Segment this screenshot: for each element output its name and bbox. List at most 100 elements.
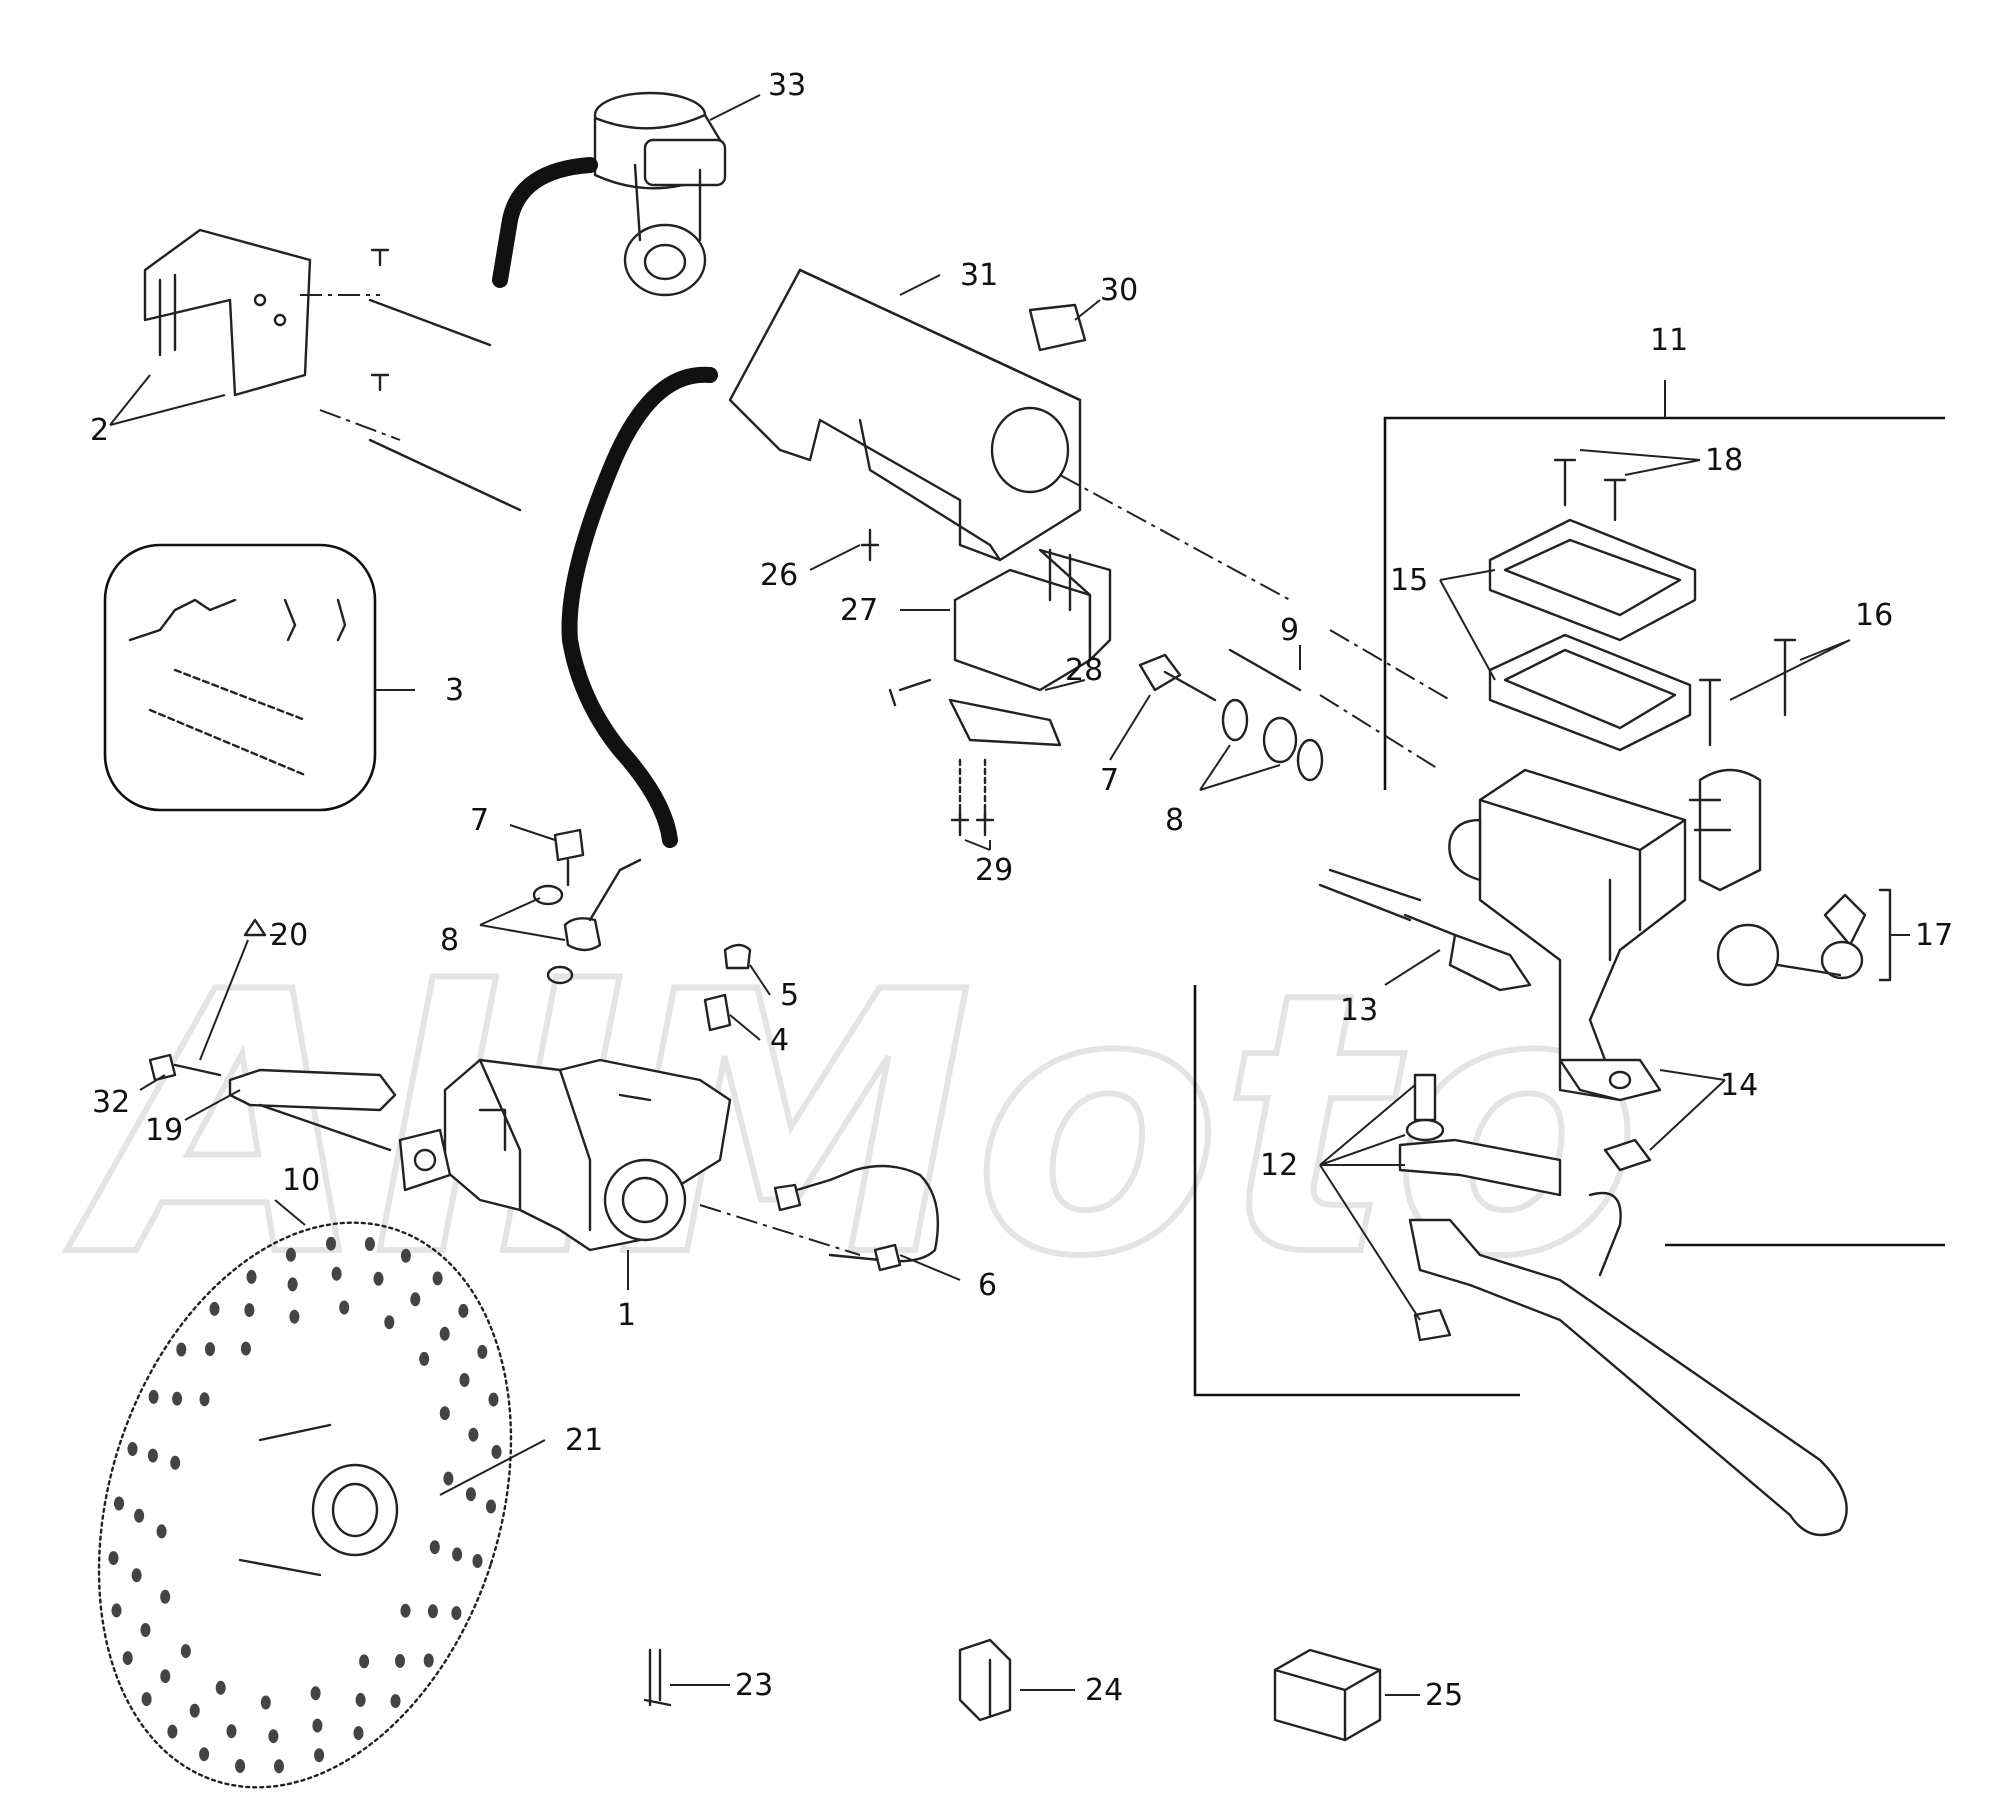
callout-27: 27: [840, 593, 878, 628]
callout-31: 31: [960, 258, 998, 293]
disc-hole: [160, 1669, 171, 1684]
callout-8-lower: 8: [440, 923, 459, 958]
disc-hole: [423, 1653, 434, 1668]
switch-plate: [888, 678, 1062, 837]
leader-33: [709, 94, 761, 121]
callout-18: 18: [1705, 443, 1743, 478]
disc-hole: [127, 1442, 138, 1456]
disc-hole: [235, 1759, 246, 1773]
master-cylinder-assembly: [1318, 768, 1762, 1102]
disc-hole: [209, 1301, 220, 1316]
disc-hole: [432, 1271, 443, 1286]
leader-12: [1319, 1084, 1421, 1321]
disc-hole: [111, 1603, 122, 1618]
callout-7-lower: 7: [470, 803, 489, 838]
disc-hole: [468, 1427, 479, 1442]
leader-16: [1729, 639, 1851, 701]
disc-hole: [274, 1759, 284, 1774]
disc-hole: [400, 1248, 411, 1263]
leader-8-lower: [479, 897, 566, 941]
callout-1: 1: [617, 1298, 636, 1333]
leader-7-upper: [1109, 694, 1151, 761]
disc-hole: [260, 1695, 271, 1710]
callout-20: 20: [270, 918, 308, 953]
banjo-bolt-upper: [1138, 648, 1324, 782]
brake-lever-kit: [1398, 1073, 1848, 1537]
disc-hole: [410, 1292, 421, 1307]
axis-line-3: [1319, 694, 1441, 771]
piston-kit: [1403, 913, 1532, 992]
axis-line-1: [1059, 474, 1291, 601]
disc-hole: [355, 1692, 366, 1707]
disc-hole: [172, 1391, 183, 1406]
disc-hole: [189, 1703, 200, 1718]
caliper-pin-kit: [103, 543, 377, 812]
disc-hole: [240, 1341, 251, 1356]
disc-hole: [108, 1551, 119, 1566]
callout-21: 21: [565, 1423, 603, 1458]
leader-7-lower: [509, 824, 556, 841]
disc-hole: [439, 1326, 450, 1341]
watermark: AllMoto: [59, 913, 1644, 1338]
disc-hole: [246, 1269, 257, 1284]
leader-29: [964, 839, 991, 851]
callout-9: 9: [1280, 613, 1299, 648]
front-brake-caliper: [398, 1058, 732, 1252]
disc-hole: [390, 1694, 401, 1709]
leader-8-upper: [1199, 744, 1281, 791]
banjo-bolt-lower: [532, 828, 642, 985]
disc-hole: [364, 1237, 375, 1251]
callout-12: 12: [1260, 1148, 1298, 1183]
disc-hole: [472, 1554, 483, 1568]
disc-hole: [170, 1455, 181, 1470]
caliper-bracket-bolt: [148, 1053, 397, 1152]
disc-hole: [134, 1508, 145, 1523]
bracket: [143, 228, 522, 512]
watermark-text: AllMoto: [62, 916, 1641, 1335]
disc-hole: [359, 1654, 370, 1669]
callout-23: 23: [735, 1668, 773, 1703]
hose-guide: [958, 1638, 1012, 1722]
callout-28: 28: [1065, 653, 1103, 688]
disc-hole: [268, 1729, 279, 1744]
disc-hole: [443, 1471, 454, 1486]
housing-screw: [860, 528, 880, 562]
disc-hole: [427, 1604, 438, 1619]
leader-2: [109, 374, 226, 426]
disc-hole: [131, 1568, 142, 1583]
disc-hole: [429, 1540, 440, 1555]
disc-hole: [205, 1342, 215, 1357]
callout-26: 26: [760, 558, 798, 593]
callout-15: 15: [1390, 563, 1428, 598]
disc-hole: [439, 1406, 450, 1421]
leader-32: [139, 1074, 166, 1091]
disc-holes: [108, 1236, 502, 1774]
label-plate: [1028, 303, 1087, 352]
disc-hole: [147, 1448, 158, 1463]
disc-hole: [477, 1344, 488, 1359]
clamp: [1603, 923, 1842, 1172]
bleeder-cap: [723, 943, 752, 970]
leader-20b: [199, 939, 249, 1061]
disc-hole: [160, 1589, 171, 1604]
callout-8-upper: 8: [1165, 803, 1184, 838]
disc-hole: [488, 1392, 499, 1407]
caliper-bolt: [243, 918, 267, 937]
disc-hole: [167, 1724, 178, 1739]
disc-hole: [289, 1309, 300, 1324]
leader-30: [1074, 299, 1101, 321]
switch-housing: [728, 268, 1082, 562]
callout-17: 17: [1915, 918, 1953, 953]
leader-5: [749, 964, 771, 996]
disc-hole: [326, 1236, 336, 1251]
disc-hole: [310, 1686, 321, 1701]
callout-30: 30: [1100, 273, 1138, 308]
disc-hole: [140, 1623, 151, 1637]
callout-13: 13: [1340, 993, 1378, 1028]
disc-hole: [459, 1373, 470, 1387]
disc-hole: [486, 1499, 496, 1514]
disc-hole: [226, 1724, 237, 1739]
master-cylinder-frame: [1193, 380, 1945, 1397]
